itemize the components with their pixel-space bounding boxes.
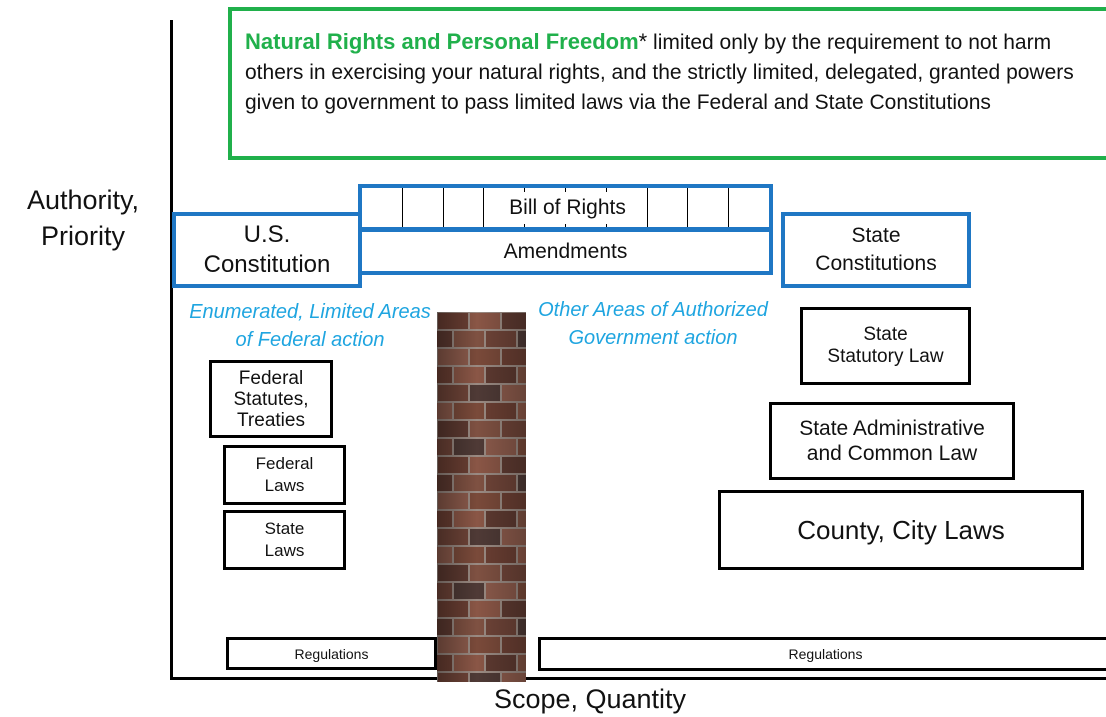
x-axis	[170, 677, 1106, 680]
right-cell	[607, 188, 648, 227]
asterisk: *	[638, 29, 648, 54]
natural-rights-text: limited only by the requirement to not h…	[245, 31, 1074, 114]
state-statutory-box: State Statutory Law	[800, 307, 971, 385]
federal-laws-box: Federal Laws	[223, 445, 346, 505]
y-axis-label: Authority, Priority	[26, 185, 140, 251]
amendments-box: Amendments	[358, 228, 773, 275]
bill-of-rights-label: Bill of Rights	[490, 192, 645, 224]
x-axis-label: Scope, Quantity	[493, 684, 687, 714]
right-cell	[688, 188, 730, 227]
us-constitution-line2: Constitution	[203, 251, 331, 278]
state-constitutions-line1: State	[851, 224, 901, 247]
y-axis	[170, 20, 173, 680]
brick-pillar-icon	[422, 312, 548, 689]
right-cell	[444, 188, 485, 227]
federal-regulations-box: Regulations	[226, 637, 437, 670]
us-constitution-box: U.S. Constitution	[172, 212, 362, 288]
federal-areas-annotation: Enumerated, Limited Areas of Federal act…	[189, 301, 431, 351]
state-constitutions-box: State Constitutions	[781, 212, 971, 288]
state-administrative-box: State Administrative and Common Law	[769, 402, 1015, 480]
natural-rights-box: Natural Rights and Personal Freedom* lim…	[228, 7, 1106, 160]
state-areas-annotation: Other Areas of Authorized Government act…	[538, 299, 768, 349]
state-regulations-box: Regulations	[538, 637, 1106, 671]
right-cell	[648, 188, 689, 227]
state-laws-box: State Laws	[223, 510, 346, 570]
right-cell	[403, 188, 444, 227]
amendments-label: Amendments	[503, 239, 628, 263]
county-city-laws-box: County, City Laws	[718, 490, 1084, 570]
right-cell	[729, 188, 769, 227]
state-constitutions-line2: Constitutions	[815, 252, 937, 275]
us-constitution-line1: U.S.	[243, 221, 291, 248]
natural-rights-title: Natural Rights and Personal Freedom	[245, 29, 639, 54]
federal-statutes-box: Federal Statutes, Treaties	[209, 360, 333, 438]
right-cell	[362, 188, 403, 227]
